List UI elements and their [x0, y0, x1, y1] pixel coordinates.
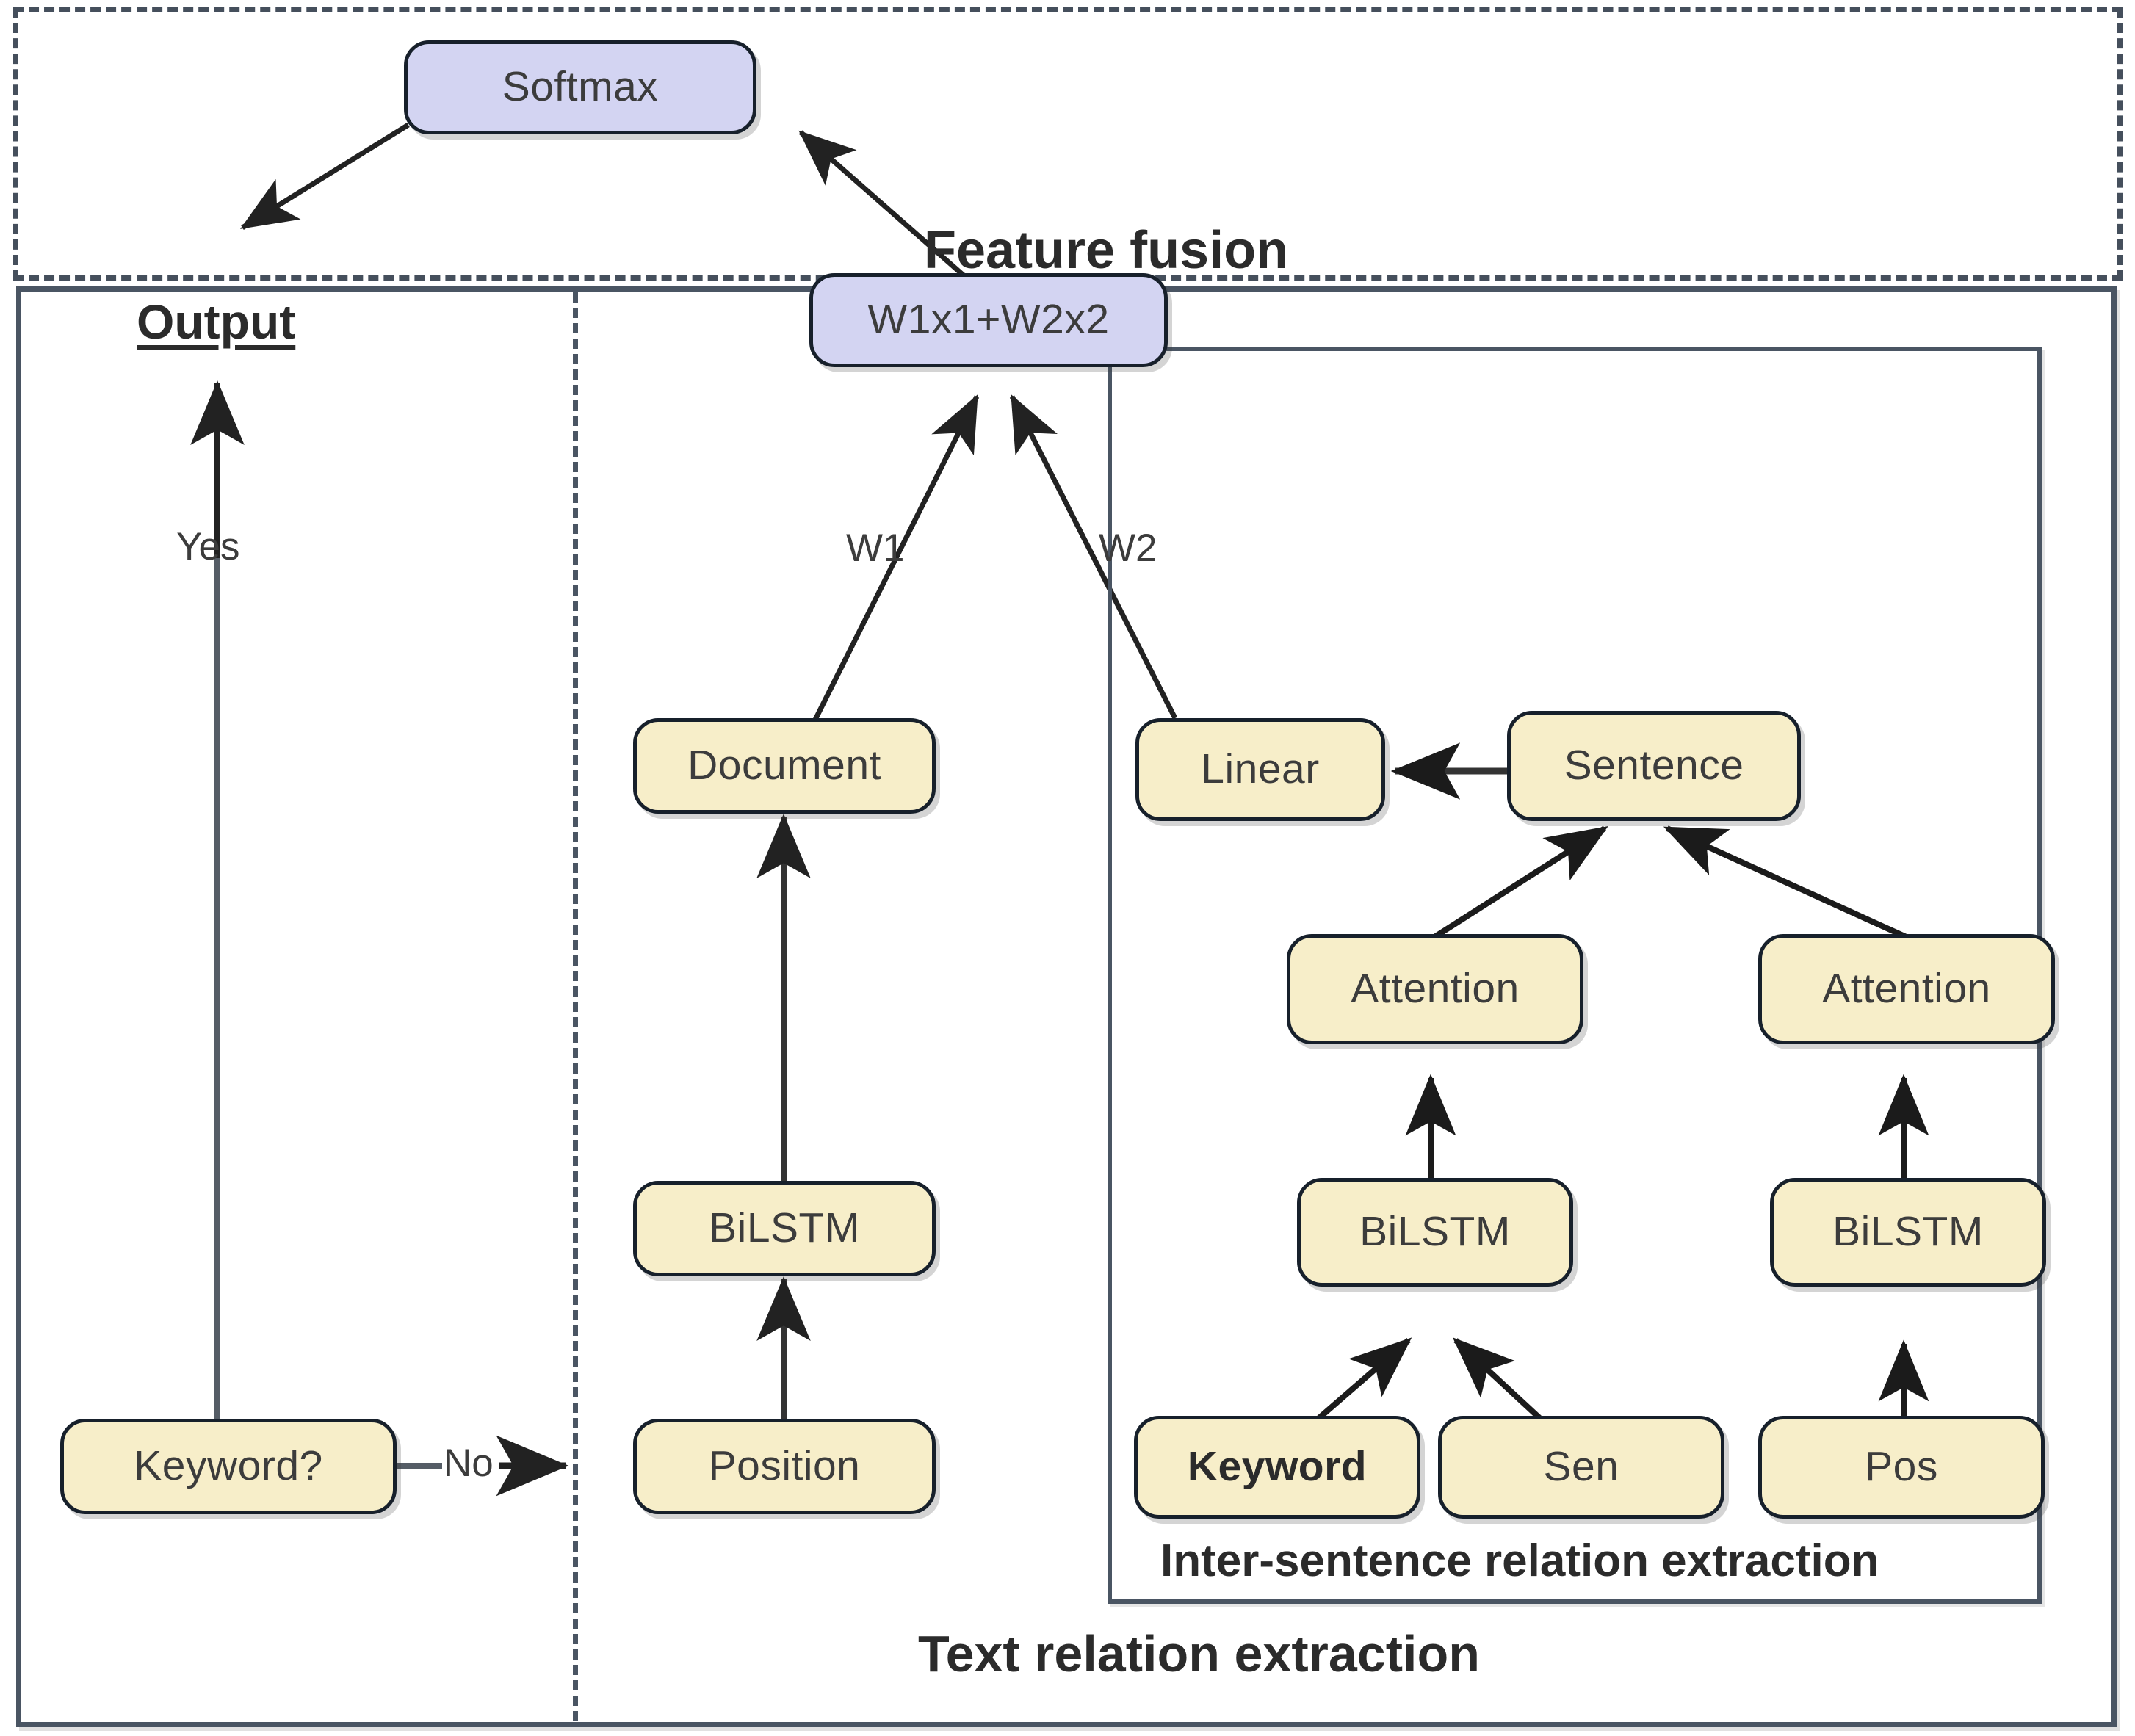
node-sen-input[interactable]: Sen	[1438, 1416, 1724, 1519]
node-pos-input[interactable]: Pos	[1758, 1416, 2045, 1519]
node-bilstm-left[interactable]: BiLSTM	[1297, 1178, 1573, 1287]
node-attention-left[interactable]: Attention	[1287, 934, 1583, 1044]
node-sentence[interactable]: Sentence	[1507, 711, 1801, 821]
edge-label-w1: W1	[846, 527, 905, 570]
node-linear-label: Linear	[1201, 745, 1320, 793]
node-bilstm-right-label: BiLSTM	[1832, 1208, 1984, 1256]
node-sentence-label: Sentence	[1564, 742, 1744, 789]
node-keyword-decision-label: Keyword?	[134, 1442, 323, 1490]
edge-label-yes: Yes	[176, 525, 240, 568]
node-pos-input-label: Pos	[1865, 1443, 1938, 1491]
node-feature-fusion-label: W1x1+W2x2	[867, 296, 1110, 344]
node-attention-right-label: Attention	[1822, 965, 1991, 1013]
feature-fusion-title: Feature fusion	[924, 221, 1289, 280]
column-divider	[573, 292, 578, 1721]
node-sen-input-label: Sen	[1543, 1443, 1619, 1491]
node-bilstm-left-label: BiLSTM	[1359, 1208, 1511, 1256]
output-label: Output	[137, 294, 296, 349]
node-bilstm-document[interactable]: BiLSTM	[633, 1181, 936, 1276]
node-attention-left-label: Attention	[1351, 965, 1520, 1013]
node-position[interactable]: Position	[633, 1419, 936, 1514]
node-softmax[interactable]: Softmax	[404, 40, 756, 134]
node-position-label: Position	[708, 1442, 861, 1490]
node-softmax-label: Softmax	[502, 63, 659, 111]
text-relation-extraction-title: Text relation extraction	[918, 1625, 1481, 1682]
node-keyword-input[interactable]: Keyword	[1134, 1416, 1420, 1519]
node-document-label: Document	[687, 742, 881, 789]
node-feature-fusion[interactable]: W1x1+W2x2	[809, 273, 1168, 367]
edge-label-no: No	[444, 1442, 494, 1485]
node-keyword-input-label: Keyword	[1187, 1443, 1368, 1491]
node-bilstm-right[interactable]: BiLSTM	[1770, 1178, 2046, 1287]
node-document[interactable]: Document	[633, 718, 936, 814]
node-keyword-decision[interactable]: Keyword?	[60, 1419, 397, 1514]
node-bilstm-document-label: BiLSTM	[709, 1204, 860, 1252]
edge-label-w2: W2	[1099, 527, 1157, 570]
inter-sentence-panel-title: Inter-sentence relation extraction	[1160, 1536, 1879, 1586]
node-linear[interactable]: Linear	[1135, 718, 1385, 821]
node-attention-right[interactable]: Attention	[1758, 934, 2055, 1044]
